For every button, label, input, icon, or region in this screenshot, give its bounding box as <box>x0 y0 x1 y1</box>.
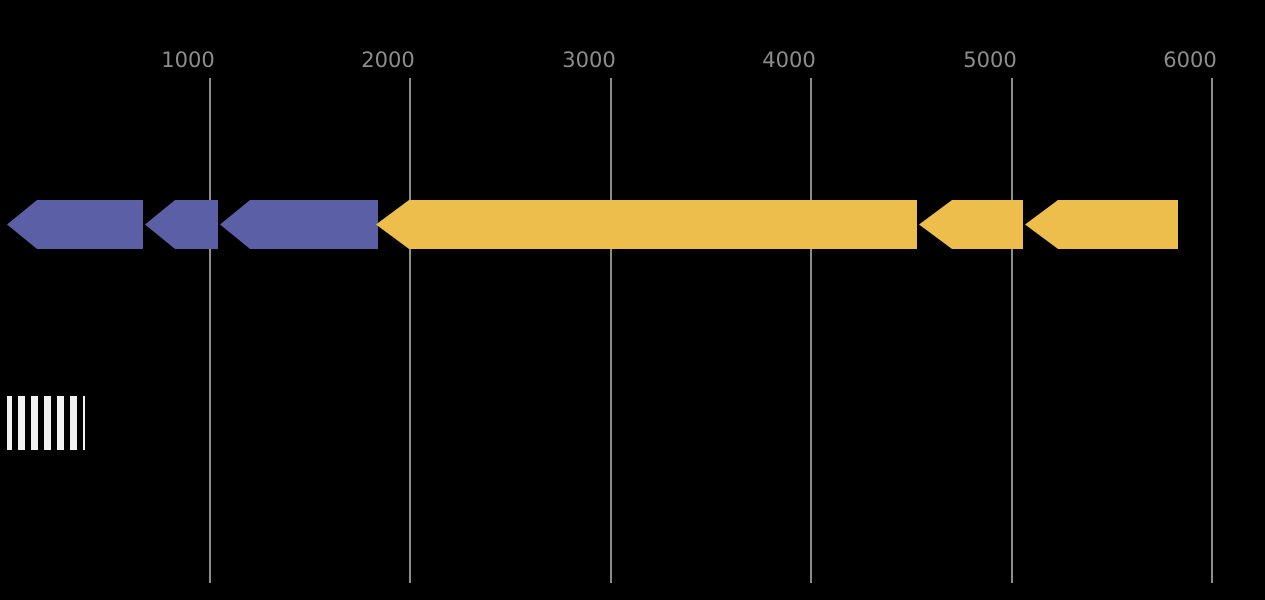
hatch-stripe <box>24 396 32 450</box>
axis-tick-label-6000: 6000 <box>1163 48 1217 72</box>
hatch-stripe <box>76 396 84 450</box>
hatch-stripe <box>50 396 58 450</box>
arrow-shape <box>7 200 143 249</box>
feature-arrow-feature-2[interactable] <box>145 200 218 249</box>
gridline-6000 <box>1211 78 1213 583</box>
scale-bar-hatch-box <box>7 396 85 450</box>
gridline-5000 <box>1011 78 1013 583</box>
arrow-shape <box>919 200 1023 249</box>
feature-arrow-feature-6[interactable] <box>1025 200 1178 249</box>
feature-arrow-feature-5[interactable] <box>919 200 1023 249</box>
hatch-stripe <box>37 396 45 450</box>
axis-tick-label-3000: 3000 <box>562 48 616 72</box>
axis-tick-label-5000: 5000 <box>963 48 1017 72</box>
arrow-shape <box>145 200 218 249</box>
gridline-4000 <box>810 78 812 583</box>
feature-arrow-feature-3[interactable] <box>220 200 378 249</box>
arrow-shape <box>220 200 378 249</box>
gridline-3000 <box>610 78 612 583</box>
arrow-shape <box>376 200 917 249</box>
axis-tick-label-1000: 1000 <box>161 48 215 72</box>
hatch-stripe <box>63 396 71 450</box>
feature-arrow-feature-1[interactable] <box>7 200 143 249</box>
hatch-stripe <box>11 396 19 450</box>
arrow-shape <box>1025 200 1178 249</box>
gridline-1000 <box>209 78 211 583</box>
feature-arrow-feature-4[interactable] <box>376 200 917 249</box>
axis-tick-label-4000: 4000 <box>762 48 816 72</box>
axis-tick-label-2000: 2000 <box>361 48 415 72</box>
gridline-2000 <box>409 78 411 583</box>
